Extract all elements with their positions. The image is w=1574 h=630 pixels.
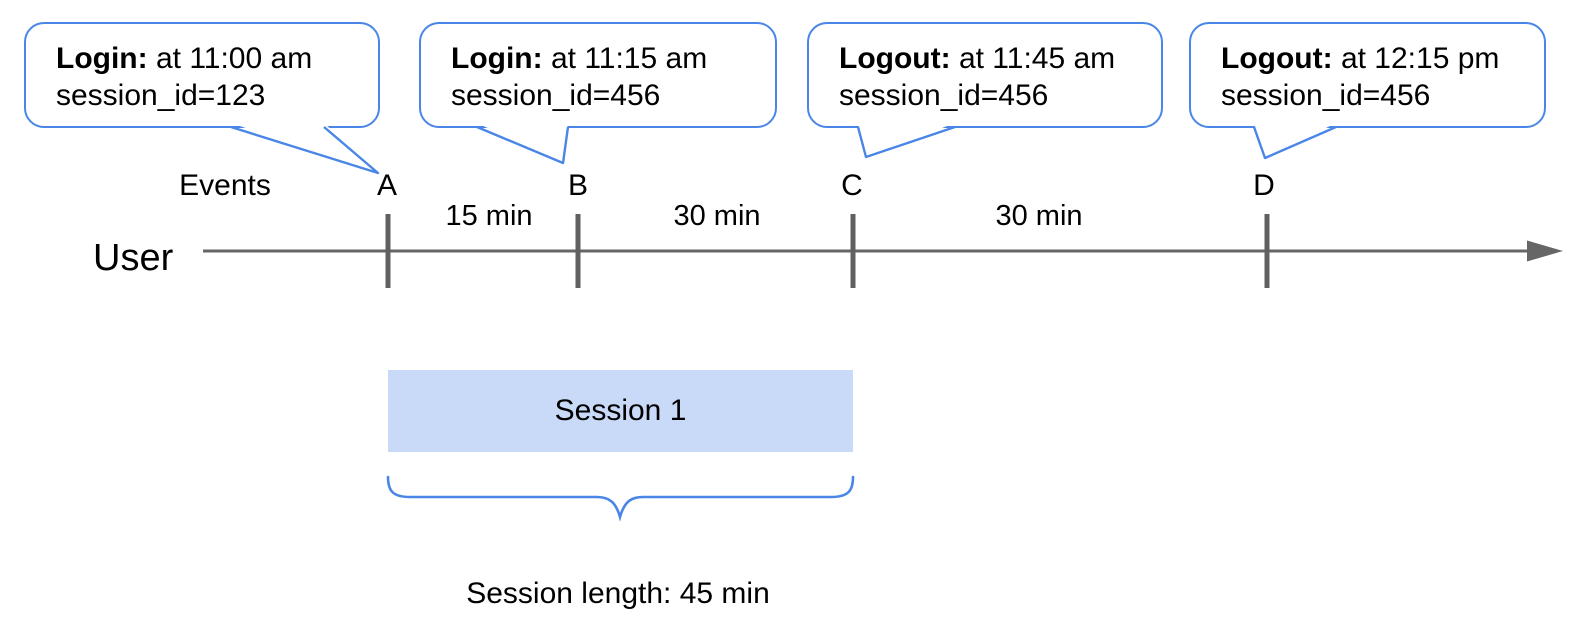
event-type-label: Logout: <box>839 42 951 75</box>
callout-tail-d <box>1252 123 1337 160</box>
session-id-label: session_id=456 <box>839 79 1049 112</box>
interval-label-bc: 30 min <box>673 200 761 232</box>
session-id-label: session_id=123 <box>56 79 266 112</box>
events-row-label: Events <box>179 169 271 202</box>
timeline-arrowhead <box>1527 240 1563 262</box>
event-time-label: at 11:00 am <box>147 42 313 75</box>
session-id-label: session_id=456 <box>451 79 661 112</box>
event-time-label: at 11:45 am <box>950 42 1116 75</box>
callout-tail-b <box>476 123 570 165</box>
interval-label-ab: 15 min <box>445 200 533 232</box>
callout-event-line: Logout: at 12:15 pm <box>1221 40 1534 77</box>
session-1-label: Session 1 <box>554 394 687 427</box>
event-time-label: at 11:15 am <box>542 42 708 75</box>
callout-event-line: Logout: at 11:45 am <box>839 40 1151 77</box>
session-length-brace <box>386 475 855 522</box>
event-marker-b: B <box>567 169 589 202</box>
callout-event-line: Login: at 11:00 am <box>56 40 368 77</box>
session-id-label: session_id=456 <box>1221 79 1431 112</box>
callout-logout-d: Logout: at 12:15 pm session_id=456 <box>1189 22 1546 128</box>
event-marker-c: C <box>841 169 863 202</box>
event-type-label: Login: <box>451 42 543 75</box>
callout-tail-c <box>856 123 956 159</box>
event-type-label: Login: <box>56 42 148 75</box>
user-row-label: User <box>93 237 174 279</box>
interval-label-cd: 30 min <box>995 200 1083 232</box>
event-marker-a: A <box>376 169 398 202</box>
timeline-axis <box>203 240 1563 262</box>
callout-login-a: Login: at 11:00 am session_id=123 <box>24 22 380 128</box>
session-1-box: Session 1 <box>388 370 853 452</box>
session-length-caption: Session length: 45 min <box>466 577 770 610</box>
callout-event-line: Login: at 11:15 am <box>451 40 765 77</box>
callout-tail-a <box>230 123 380 175</box>
event-time-label: at 12:15 pm <box>1332 42 1500 75</box>
event-marker-d: D <box>1253 169 1275 202</box>
callout-logout-c: Logout: at 11:45 am session_id=456 <box>807 22 1163 128</box>
callout-login-b: Login: at 11:15 am session_id=456 <box>419 22 777 128</box>
event-type-label: Logout: <box>1221 42 1333 75</box>
